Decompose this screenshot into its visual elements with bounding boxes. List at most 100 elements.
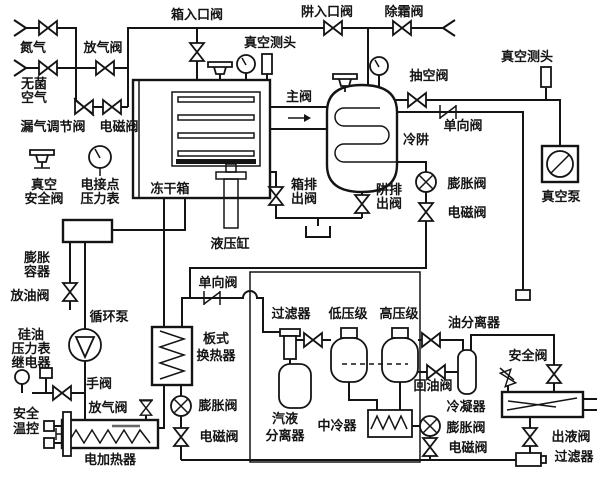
vacuum-pump (540, 144, 580, 184)
label-vent-valve-heater: 放气阀 (87, 400, 127, 416)
vacuum-probe-right-icon (540, 66, 552, 88)
label-main-valve: 主阀 (286, 89, 312, 105)
label-vapor-liquid-separator: 汽液分离器 (265, 411, 305, 444)
sterile-air-valve-icon (38, 60, 58, 76)
label-suction-filter: 过滤器 (271, 306, 311, 322)
line-end-cap (515, 289, 531, 301)
label-solenoid-cond: 电磁阀 (448, 440, 487, 456)
circulation-pump (68, 328, 102, 362)
hp-compressor-cap (391, 327, 409, 339)
label-chamber-inlet-valve: 箱入口阀 (171, 7, 223, 23)
label-circulation-pump: 循环泵 (89, 309, 128, 325)
trap-coil (334, 107, 397, 163)
label-vacuum-safety-valve: 真空安全阀 (24, 177, 63, 207)
electric-heater (43, 399, 160, 457)
sterile-air-inlet-icon (13, 59, 27, 77)
liquid-filter (515, 452, 547, 467)
label-oil-drain-valve: 放油阀 (9, 288, 49, 304)
label-silicone-gauge-relay: 硅油压力表继电器 (11, 327, 51, 371)
label-expansion-vessel: 膨胀容器 (23, 250, 51, 280)
intercooler-icon (367, 409, 413, 438)
label-plate-hx: 板式换热器 (196, 331, 236, 364)
label-electric-heater: 电加热器 (84, 452, 137, 468)
label-defrost-valve: 除霜阀 (384, 4, 423, 20)
label-hp-stage: 高压级 (379, 306, 419, 322)
solenoid-valve-inlet-icon (102, 99, 122, 115)
label-oil-return-valve: 回油阀 (413, 378, 452, 394)
plate-heat-exchanger (150, 325, 194, 387)
label-expansion-trap: 膨胀阀 (446, 176, 486, 192)
thermostat-sensor (43, 420, 55, 432)
flow-arrow-icon (304, 114, 311, 122)
silicone-gauge-relay (14, 367, 53, 385)
main-duct (288, 114, 311, 122)
label-liquid-outlet-valve: 出液阀 (551, 429, 590, 445)
label-chamber: 冻干箱 (150, 181, 189, 197)
lp-suction-valve-icon (303, 332, 323, 348)
oil-separator-icon (457, 349, 477, 395)
chamber-inlet-valve-icon (189, 42, 205, 62)
trap-discharge-valve-icon (354, 194, 370, 214)
label-check-valve-mid: 单向阀 (198, 275, 237, 291)
oil-drain-valve-icon (62, 282, 78, 302)
receiver-inlet-valve-icon (546, 364, 562, 384)
nitrogen-valve-icon (38, 20, 58, 36)
heating-element (67, 428, 151, 445)
solenoid-valve-trap-icon (418, 202, 434, 222)
label-lp-stage: 低压级 (327, 306, 368, 322)
label-check-valve-vacuum: 单向阀 (443, 118, 482, 134)
thermostat-sensor (43, 437, 55, 449)
evacuation-valve-icon (407, 92, 427, 108)
shelf (177, 114, 255, 121)
label-cold-trap: 冷阱 (403, 132, 429, 148)
label-solenoid-trap: 电磁阀 (447, 205, 486, 221)
label-leak-valve: 漏气调节阀 (20, 119, 85, 135)
labels: 氮气 放气阀 无菌空气 漏气调节阀 电磁阀 真空安全阀 电接点压力表 箱入口阀 … (9, 4, 594, 468)
expansion-vessel (61, 218, 114, 244)
hp-compressor-icon (381, 337, 419, 383)
expansion-valve-mid-icon (170, 395, 192, 417)
expansion-valve-trap-icon (415, 171, 437, 193)
label-liquid-filter: 过滤器 (554, 449, 594, 465)
suction-filter-icon (279, 328, 301, 337)
solenoid-valve-cond-icon (422, 437, 438, 457)
defrost-valve-icon (392, 20, 412, 36)
gas-inlet-section (13, 19, 456, 117)
vent-valve-heater-icon (139, 400, 153, 416)
liquid-outlet-valve-icon (522, 427, 538, 447)
condenser-receiver (500, 390, 585, 419)
freeze-dry-chamber (131, 53, 273, 200)
shelf (177, 150, 255, 157)
label-chamber-discharge: 箱排出阀 (291, 177, 317, 207)
label-vacuum-probe-left: 真空测头 (244, 35, 296, 51)
label-vent-valve-top: 放气阀 (82, 40, 122, 56)
label-vacuum-probe-right: 真空测头 (501, 49, 553, 65)
platen (176, 159, 256, 164)
compressor-enclosure (249, 271, 421, 463)
label-trap-inlet-valve: 阱入口阀 (301, 4, 353, 20)
label-nitrogen: 氮气 (20, 40, 46, 56)
hp-discharge-valve-icon (421, 332, 441, 348)
label-safety-thermostat: 安全温控 (13, 406, 40, 437)
shelf (177, 96, 255, 103)
trap-gauge-icon (369, 56, 389, 76)
label-contact-gauge: 电接点压力表 (80, 177, 120, 207)
vacuum-safety-valve-icon (29, 149, 55, 169)
chamber-relief-valve-icon (207, 61, 233, 81)
vent-valve-top-icon (95, 60, 115, 76)
solenoid-valve-mid-icon (173, 427, 189, 447)
label-safety-valve: 安全阀 (508, 348, 547, 364)
label-intercooler: 中冷器 (317, 418, 357, 434)
label-solenoid-inlet: 电磁阀 (99, 119, 138, 135)
label-hydraulic-cylinder: 液压缸 (210, 236, 249, 252)
defrost-outlet-icon (442, 19, 456, 37)
label-expansion-mid: 膨胀阀 (197, 398, 237, 414)
cold-trap (325, 56, 399, 194)
oil-return-valve-icon (426, 364, 446, 380)
hand-valve-icon (52, 385, 72, 401)
lp-compressor-cap (340, 327, 358, 339)
label-oil-separator: 油分离器 (448, 315, 501, 331)
chamber-gauge-icon (236, 54, 256, 74)
leak-valve-slash (73, 97, 95, 117)
